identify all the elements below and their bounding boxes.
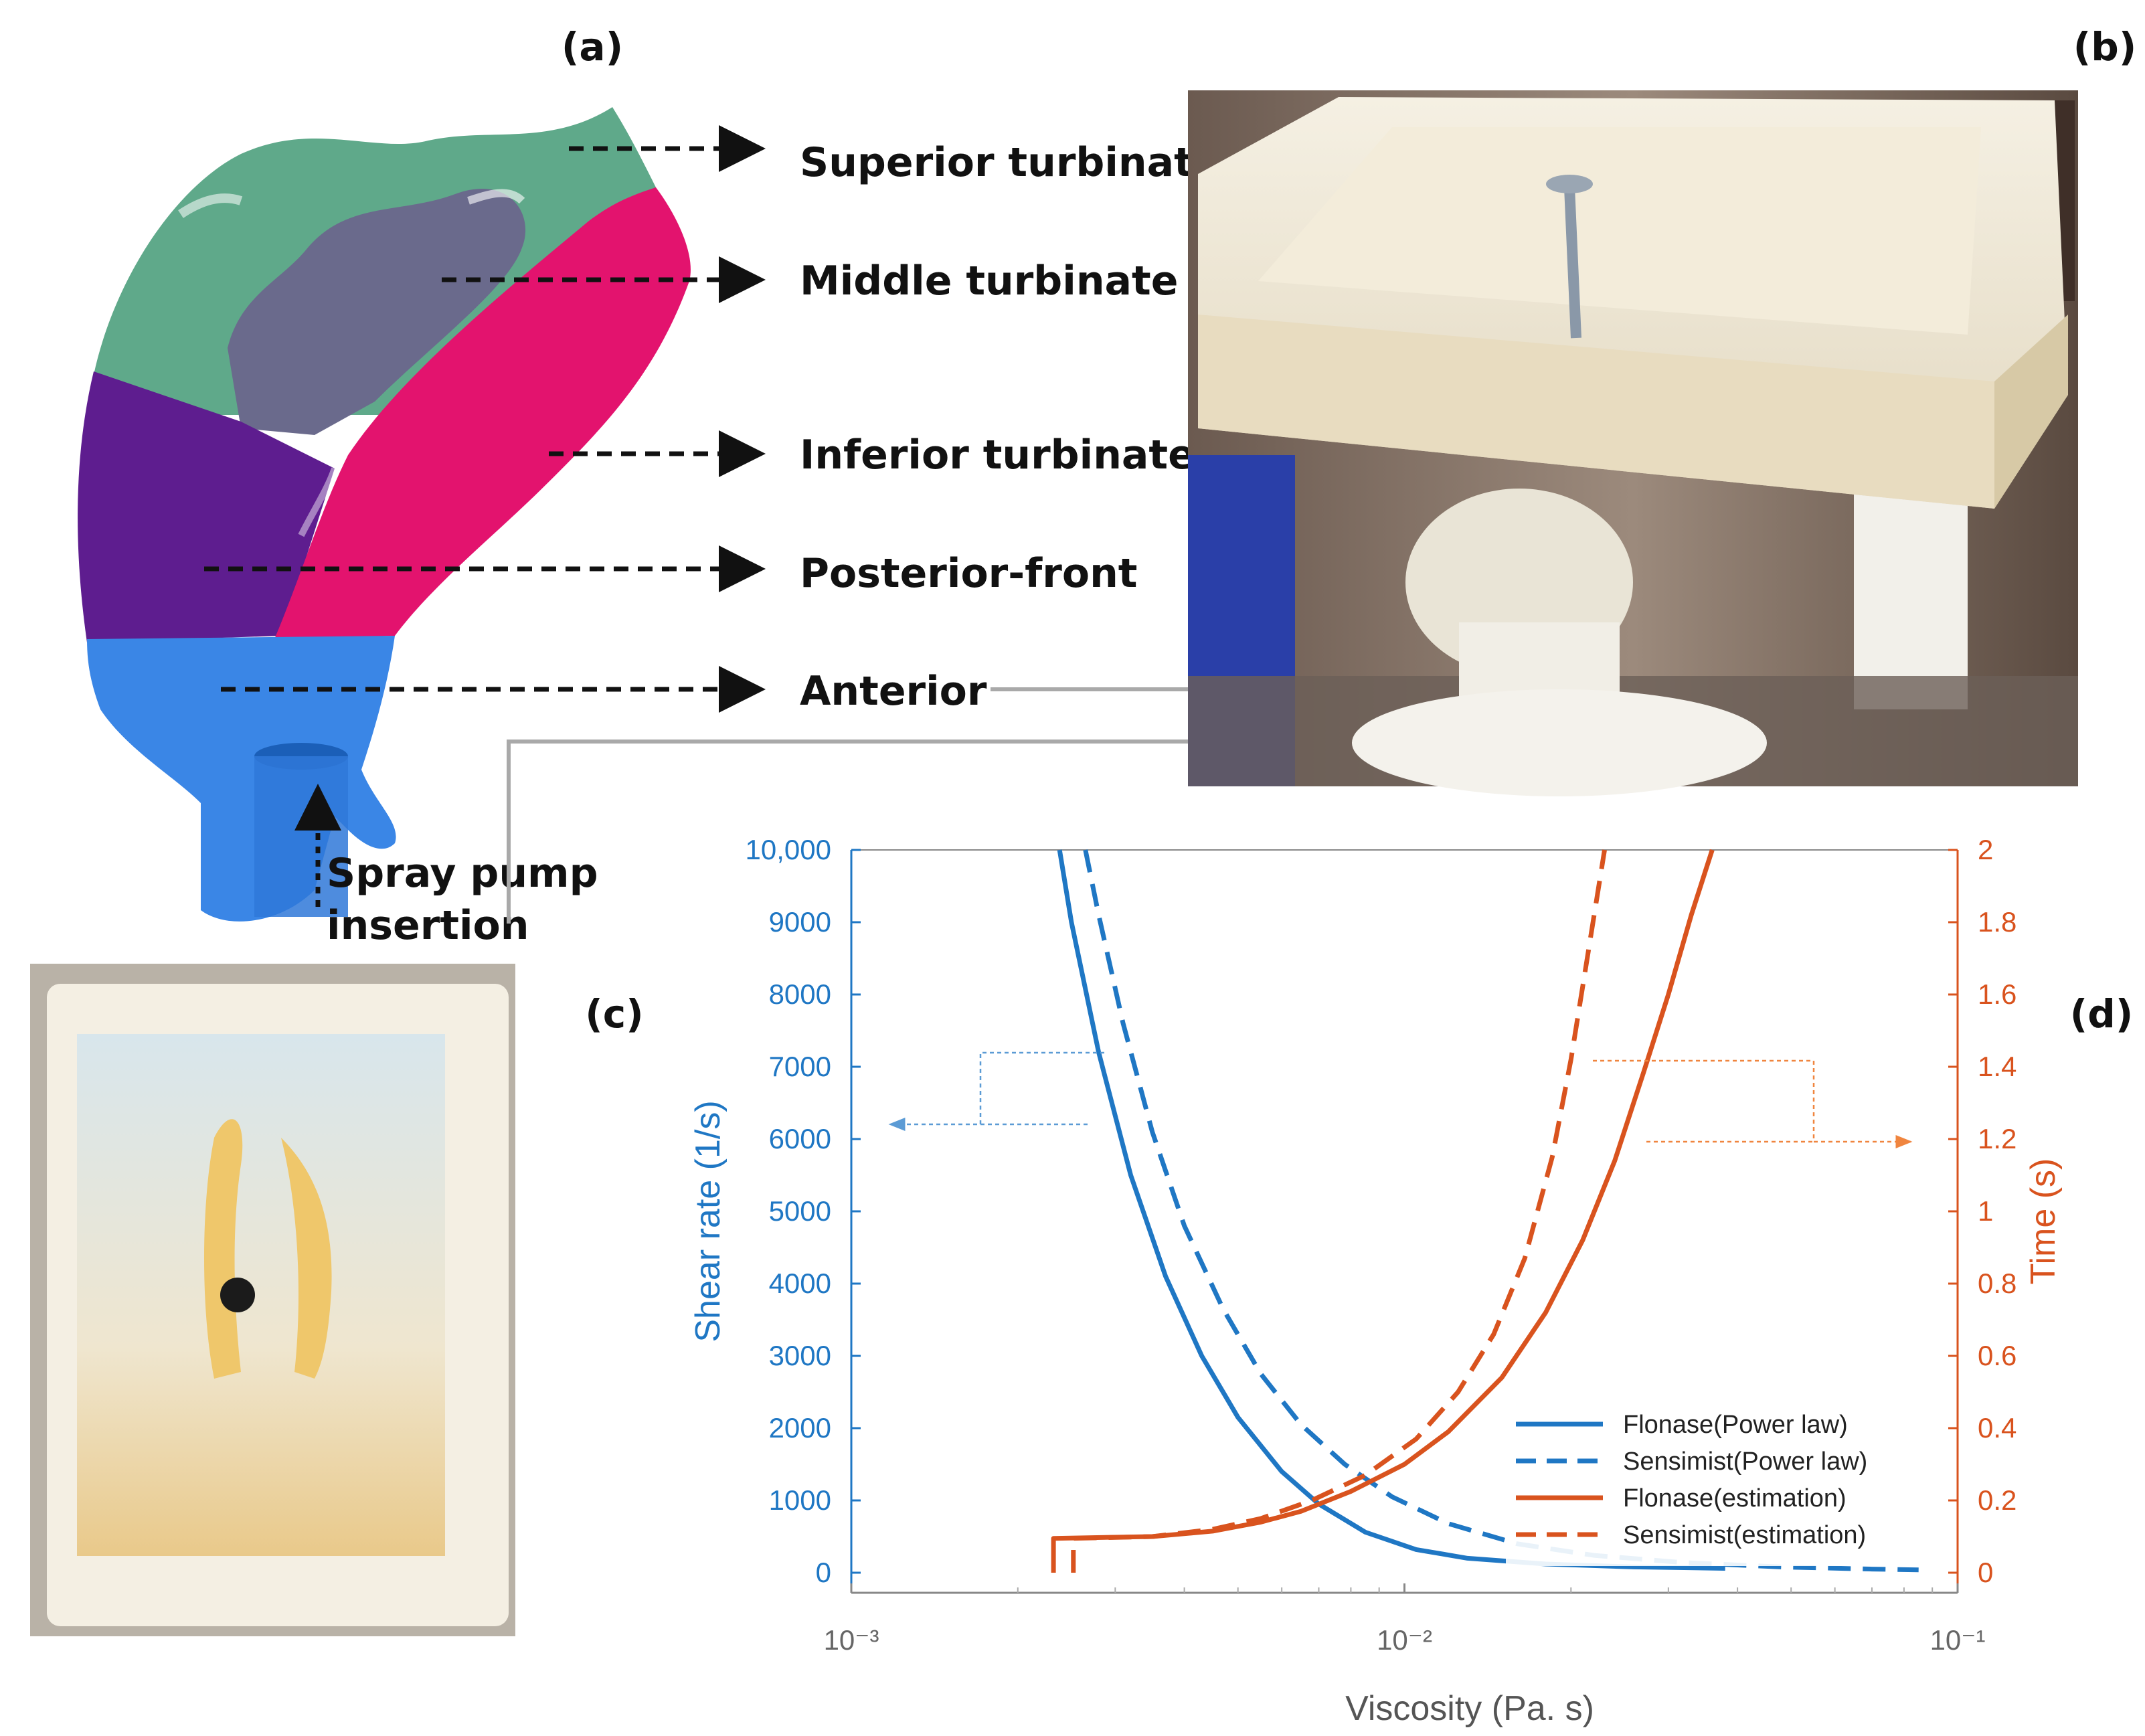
right-y-tick-label: 0.8 — [1978, 1268, 2017, 1299]
legend-label: Flonase(estimation) — [1623, 1484, 1847, 1512]
region-pointers — [204, 125, 766, 713]
series-line — [1083, 849, 1919, 1573]
left-axis-indicator — [888, 1051, 1104, 1131]
spray-nozzle-hole — [220, 1278, 255, 1312]
left-y-tick-label: 9000 — [769, 906, 831, 938]
connector-spray-pump — [507, 725, 1453, 924]
left-y-tick-label: 4000 — [769, 1268, 831, 1299]
legend-label: Sensimist(Power law) — [1623, 1448, 1867, 1476]
x-tick-label: 10⁻² — [1377, 1624, 1432, 1656]
label-spray-insertion: insertion — [327, 902, 529, 949]
left-y-tick-label: 10,000 — [746, 834, 831, 865]
model-highlight — [298, 467, 338, 537]
right-y-tick-label: 1.2 — [1978, 1123, 2017, 1154]
label-middle-turbinate: Middle turbinate — [800, 258, 1178, 305]
printed-model-photo — [1188, 90, 2078, 796]
label-posterior-front: Posterior-front — [800, 550, 1137, 597]
left-y-tick-label: 0 — [816, 1557, 831, 1588]
left-y-tick-label: 5000 — [769, 1195, 831, 1227]
viscosity-chart: 0 1000 2000 3000 4000 5000 6000 7000 8000 9000 10,… — [689, 834, 2063, 1728]
inferior-turbinate-region — [274, 187, 691, 639]
left-y-tick-label: 2000 — [769, 1412, 831, 1444]
right-y-tick-label: 0.2 — [1978, 1484, 2017, 1516]
panel-a: (a) Super — [78, 24, 1453, 949]
middle-turbinate-region — [228, 188, 526, 435]
panel-c-label: (c) — [585, 991, 643, 1037]
left-y-axis-title: Shear rate (1/s) — [689, 1100, 727, 1342]
mold-photo — [30, 964, 515, 1636]
label-anterior: Anterior — [800, 668, 987, 715]
label-spray-pump: Spray pump — [327, 850, 598, 897]
series-line — [1071, 849, 1607, 1573]
panel-a-label: (a) — [562, 24, 623, 70]
panel-b: (b) — [1188, 24, 2136, 796]
legend-label: Flonase(Power law) — [1623, 1411, 1848, 1439]
right-y-ticks: 0 0.2 0.4 0.6 0.8 1 1.2 1.4 1.6 1.8 2 — [1948, 834, 2017, 1588]
pump-tube — [254, 756, 348, 917]
left-y-ticks: 0 1000 2000 3000 4000 5000 6000 7000 8000 9000 10,… — [746, 834, 861, 1588]
x-axis-title: Viscosity (Pa. s) — [1345, 1689, 1594, 1728]
panel-c: (c) — [30, 964, 644, 1636]
right-y-tick-label: 2 — [1978, 834, 1993, 865]
right-y-tick-label: 1 — [1978, 1195, 1993, 1227]
panel-d-label: (d) — [2070, 991, 2134, 1037]
right-y-tick-label: 0.6 — [1978, 1340, 2017, 1371]
panel-b-label: (b) — [2073, 24, 2137, 70]
x-tick-label: 10⁻¹ — [1930, 1624, 1986, 1656]
left-y-tick-label: 6000 — [769, 1123, 831, 1154]
right-y-axis-title: Time (s) — [2024, 1158, 2063, 1285]
x-tick-label: 10⁻³ — [824, 1624, 879, 1656]
right-y-tick-label: 1.4 — [1978, 1051, 2017, 1082]
left-y-tick-label: 3000 — [769, 1340, 831, 1371]
legend-label: Sensimist(estimation) — [1623, 1521, 1866, 1549]
label-inferior-turbinate: Inferior turbinate — [800, 432, 1195, 479]
left-y-tick-label: 7000 — [769, 1051, 831, 1082]
nasal-cavity-model — [78, 107, 691, 922]
right-y-tick-label: 0 — [1978, 1557, 1993, 1588]
posterior-front-region — [78, 371, 335, 642]
label-superior-turbinate: Superior turbinate — [800, 139, 1221, 186]
right-axis-indicator — [1593, 1059, 1913, 1148]
chart-legend: Flonase(Power law) Sensimist(Power law) … — [1506, 1399, 1921, 1566]
right-y-tick-label: 1.8 — [1978, 906, 2017, 938]
left-y-tick-label: 8000 — [769, 978, 831, 1010]
x-ticks: 10⁻³ 10⁻² 10⁻¹ — [824, 1583, 1986, 1656]
panel-d: (d) 0 1000 2000 3000 4000 5000 6000 7000 8000 900… — [689, 834, 2133, 1728]
model-highlight — [467, 189, 525, 205]
model-highlight — [178, 193, 243, 218]
right-y-tick-label: 1.6 — [1978, 978, 2017, 1010]
right-y-tick-label: 0.4 — [1978, 1412, 2017, 1444]
left-y-tick-label: 1000 — [769, 1484, 831, 1516]
